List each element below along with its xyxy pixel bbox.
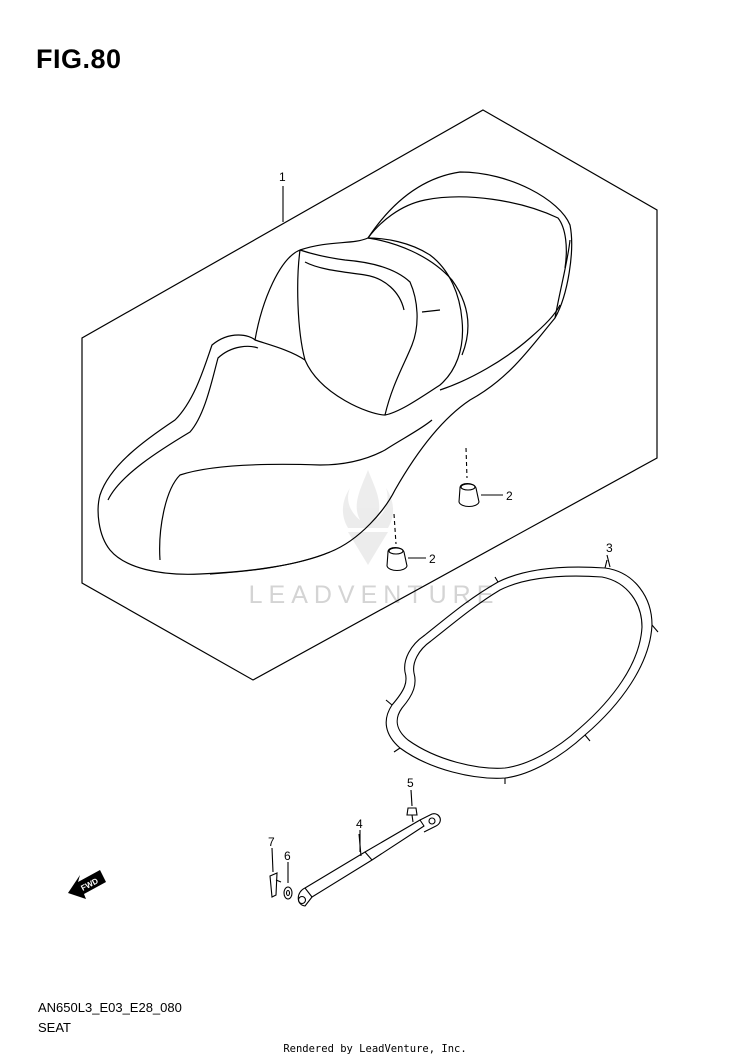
- bolt-drawing: [406, 789, 418, 823]
- watermark-text: LEADVENTURE: [249, 581, 500, 609]
- watermark-logo: [342, 470, 394, 565]
- callout-2-upper: 2: [506, 489, 513, 503]
- seat-drawing: [97, 171, 573, 575]
- figure-name: SEAT: [38, 1020, 71, 1035]
- callout-4: 4: [356, 817, 363, 831]
- footer-credit: Rendered by LeadVenture, Inc.: [283, 1043, 467, 1055]
- callout-1: 1: [279, 170, 286, 184]
- seat-assembly-frame: [81, 109, 658, 681]
- washer-drawing: [283, 862, 293, 900]
- figure-title: FIG.80: [36, 44, 122, 74]
- grommet-upper: [458, 447, 503, 508]
- callout-7: 7: [268, 835, 275, 849]
- callout-5: 5: [407, 776, 414, 790]
- grommet-lower: [386, 513, 426, 572]
- callout-3: 3: [606, 541, 613, 555]
- fwd-arrow-icon: FWD: [68, 870, 106, 899]
- seat-damper-drawing: [297, 813, 441, 907]
- clip-drawing: [269, 847, 282, 898]
- callout-6: 6: [284, 849, 291, 863]
- callout-2-lower: 2: [429, 552, 436, 566]
- seat-seal-drawing: [385, 554, 659, 784]
- figure-code: AN650L3_E03_E28_080: [38, 1000, 182, 1015]
